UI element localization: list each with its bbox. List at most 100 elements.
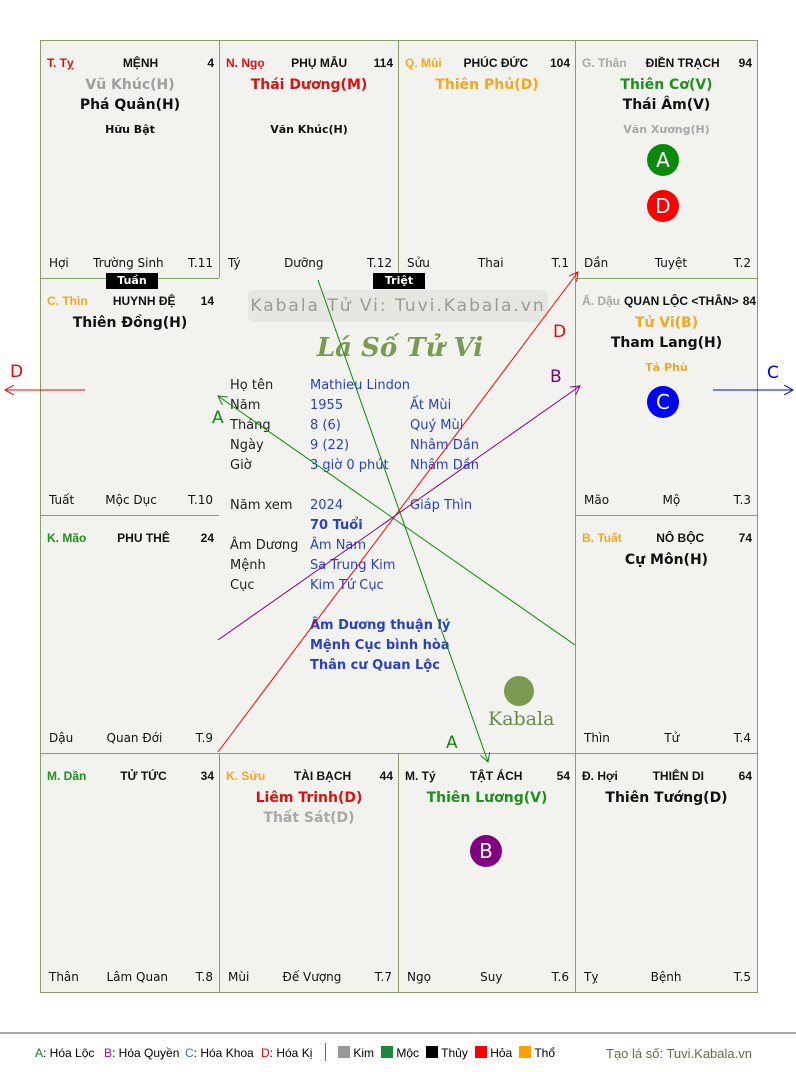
palace-period: T.11	[187, 256, 213, 270]
element-swatch	[381, 1046, 394, 1058]
info-extra: Giáp Thìn	[410, 498, 473, 513]
arrow-label-d: D	[10, 362, 24, 382]
palace-number: 54	[556, 769, 570, 783]
info-extra: Nhâm Dần	[410, 438, 479, 453]
palace-stage: Suy	[480, 970, 503, 984]
palace-branch: B. Tuất	[582, 531, 622, 545]
palace-period: T.7	[374, 970, 392, 984]
element-legend: Kim Mộc Thủy Hỏa Thổ	[338, 1046, 562, 1060]
info-extra: Nhâm Dần	[410, 458, 479, 473]
palace-number: 4	[207, 56, 214, 70]
element-name: Mộc	[396, 1046, 420, 1060]
palace-period: T.8	[195, 970, 213, 984]
palace-stage: Trường Sinh	[93, 256, 164, 270]
palace-branch: M. Tý	[405, 769, 436, 783]
palace-period: T.6	[551, 970, 569, 984]
palace-branch-bottom: Tỵ	[584, 970, 599, 984]
major-star: Liêm Trinh(D)	[255, 790, 363, 806]
palace-period: T.9	[195, 731, 213, 745]
palace-branch-bottom: Tuất	[49, 493, 75, 507]
element-swatch	[519, 1046, 532, 1058]
legend-d-text: : Hóa Kị	[269, 1046, 313, 1060]
legend-c-key: C	[185, 1046, 194, 1060]
info-value: Kim Tứ Cục	[310, 578, 384, 593]
info-label: Ngày	[230, 438, 264, 453]
arrow-label-a: A	[446, 733, 458, 753]
palace-name: PHỤ MẪU	[291, 56, 348, 70]
element-legend-item: Mộc	[381, 1046, 419, 1060]
hoa-khoa-marker: C	[647, 386, 679, 418]
palace-branch-bottom: Tý	[228, 256, 241, 270]
hoa-quyen-marker: B	[470, 835, 502, 867]
palace-branch: N. Ngọ	[226, 56, 265, 70]
palace-number: 104	[549, 56, 570, 70]
major-star: Thái Âm(V)	[622, 97, 711, 113]
palace-branch: K. Sửu	[226, 769, 266, 783]
element-swatch	[338, 1046, 350, 1058]
element-name: Kim	[353, 1046, 375, 1060]
minor-star: Hữu Bật	[105, 123, 155, 136]
palace-period: T.1	[551, 256, 569, 270]
palace-number: 44	[379, 769, 393, 783]
brand-text: Kabala	[488, 708, 555, 730]
legend-item-c: C: Hóa Khoa	[185, 1046, 254, 1060]
palace-period: T.12	[366, 256, 392, 270]
palace-branch-bottom: Dần	[584, 256, 609, 270]
palace-name: HUYNH ĐỆ	[112, 294, 176, 308]
legend-c-text: : Hóa Khoa	[193, 1046, 254, 1060]
info-label: Năm xem	[230, 498, 293, 513]
palace-number: 24	[200, 531, 214, 545]
palace-stage: Tử	[664, 731, 680, 745]
element-legend-item: Thổ	[519, 1046, 555, 1060]
info-label: Họ tên	[230, 378, 274, 393]
major-star: Thái Dương(M)	[250, 77, 368, 93]
legend-divider	[325, 1043, 326, 1061]
palace-name: PHÚC ĐỨC	[463, 56, 529, 70]
palace-stage: Mộc Dục	[105, 493, 157, 507]
palace-name: TẬT ÁCH	[469, 769, 523, 783]
palace-stage: Bệnh	[650, 970, 682, 984]
palace-branch: M. Dần	[47, 769, 87, 783]
legend: A: Hóa Lộc B: Hóa Quyền C: Hóa Khoa D: H…	[0, 1032, 796, 1072]
palace-stage: Mộ	[662, 493, 681, 507]
info-extra: Ất Mùi	[410, 398, 452, 413]
palace-branch-bottom: Mão	[584, 493, 610, 507]
palace-branch: Đ. Hợi	[582, 769, 618, 783]
info-note: Âm Dương thuận lý	[310, 618, 451, 633]
palace-branch-bottom: Ngọ	[407, 970, 431, 984]
hoa-loc-marker: A	[647, 144, 679, 176]
palace-name: ĐIỀN TRẠCH	[645, 56, 720, 70]
legend-item-a: A: Hóa Lộc	[35, 1046, 94, 1060]
palace-branch-bottom: Sửu	[407, 256, 430, 270]
palace-number: 14	[200, 294, 214, 308]
palace-stage: Tuyệt	[654, 256, 688, 270]
palace-number: 74	[738, 531, 752, 545]
palace-period: T.10	[187, 493, 213, 507]
info-extra: Quý Mùi	[410, 418, 464, 433]
palace-period: T.4	[733, 731, 751, 745]
minor-star: Văn Xương(H)	[623, 123, 710, 136]
kabala-tree-icon	[504, 676, 534, 706]
palace-branch: C. Thìn	[47, 294, 88, 308]
major-star: Cự Môn(H)	[624, 552, 709, 568]
info-label: Tháng	[230, 418, 271, 433]
info-value: Mathieu Lindon	[310, 378, 411, 393]
palace-name: THIÊN DI	[652, 769, 704, 783]
info-value: 1955	[310, 398, 344, 413]
palace-name: PHU THÊ	[117, 531, 170, 545]
